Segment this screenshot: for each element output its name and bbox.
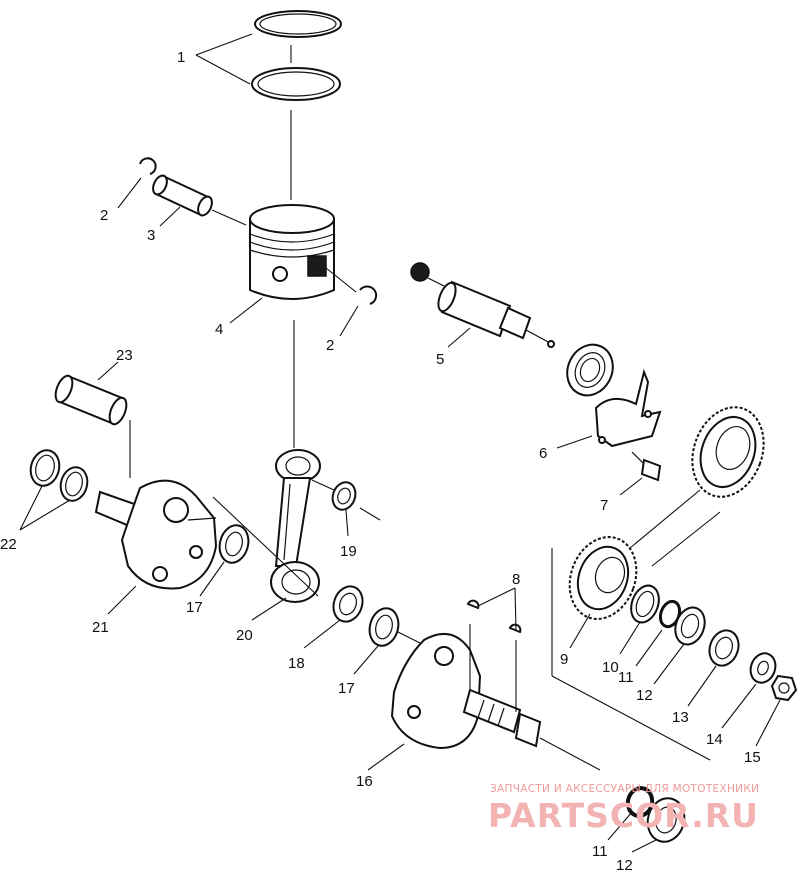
piston-rings <box>251 10 342 200</box>
callout-3: 3 <box>147 227 155 244</box>
callout-2-lower: 2 <box>326 337 334 354</box>
callout-22: 22 <box>0 536 17 553</box>
o-ring-lower <box>625 786 655 818</box>
callout-labels: 1 2 3 4 2 5 6 7 23 22 21 17 20 19 18 17 … <box>0 49 761 874</box>
callout-18: 18 <box>288 655 305 672</box>
callout-leaders <box>19 33 781 853</box>
callout-7: 7 <box>600 497 608 514</box>
callout-4: 4 <box>215 321 223 338</box>
needle-bearing-large <box>332 585 364 623</box>
seal-12 <box>674 606 706 646</box>
callout-5: 5 <box>436 351 444 368</box>
seal-lower <box>646 797 686 843</box>
callout-20: 20 <box>236 627 253 644</box>
callout-15: 15 <box>744 749 761 766</box>
callout-16: 16 <box>356 773 373 790</box>
watermark: ЗАПЧАСТИ И АКСЕССУАРЫ ДЛЯ МОТОТЕХНИКИ PA… <box>488 783 759 835</box>
woodruff-keys <box>466 599 522 634</box>
callout-13: 13 <box>672 709 689 726</box>
needle-bearing-small <box>311 479 357 511</box>
bearing <box>566 343 614 397</box>
wrist-pin <box>152 174 247 226</box>
callout-8: 8 <box>512 571 520 588</box>
alignment-lines <box>212 489 721 761</box>
washer-10 <box>630 584 660 624</box>
callout-11-lower: 11 <box>592 843 608 860</box>
drive-gear <box>568 536 638 620</box>
callout-2-upper: 2 <box>100 207 108 224</box>
shaft-assembly <box>410 262 555 348</box>
piston <box>249 204 357 300</box>
bearing-sleeve <box>54 374 131 478</box>
callout-9: 9 <box>560 651 568 668</box>
callout-6: 6 <box>539 445 547 462</box>
watermark-tagline: ЗАПЧАСТИ И АКСЕССУАРЫ ДЛЯ МОТОТЕХНИКИ <box>490 783 759 795</box>
nut-13 <box>708 629 740 667</box>
callout-12-upper: 12 <box>636 687 653 704</box>
callout-1: 1 <box>177 49 185 66</box>
watermark-brand: PARTSCOR.RU <box>488 796 759 835</box>
nut-15 <box>770 674 798 702</box>
callout-23: 23 <box>116 347 133 364</box>
callout-10: 10 <box>602 659 619 676</box>
crank-seals-22 <box>29 449 89 502</box>
washer-14 <box>749 652 777 684</box>
callout-17-right: 17 <box>338 680 355 697</box>
retainer-plate <box>594 368 662 448</box>
wrist-pin-clip-left <box>139 157 157 175</box>
callout-19: 19 <box>340 543 357 560</box>
crank-half-left <box>94 479 218 590</box>
callout-21: 21 <box>92 619 109 636</box>
callout-14: 14 <box>706 731 723 748</box>
callout-17-left: 17 <box>186 599 203 616</box>
crank-half-right <box>390 624 601 771</box>
large-gear <box>691 406 765 498</box>
wrist-pin-clip-right <box>359 285 378 305</box>
connecting-rod <box>270 320 321 603</box>
callout-11-upper: 11 <box>618 669 634 686</box>
bolt <box>631 451 662 482</box>
callout-12-lower: 12 <box>616 857 633 874</box>
thrust-washer-left <box>218 524 250 564</box>
